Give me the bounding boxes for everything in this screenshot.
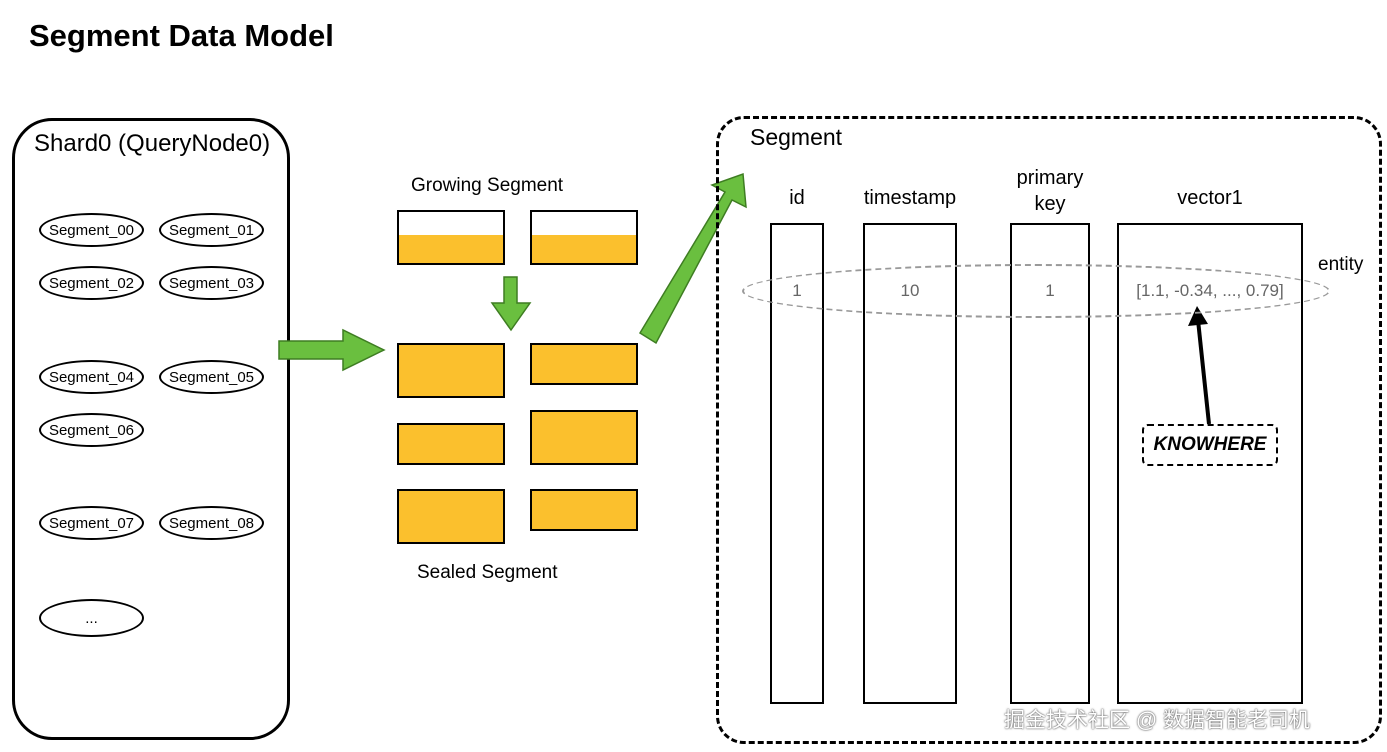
column-id (770, 223, 824, 704)
column-vector1 (1117, 223, 1303, 704)
segment-panel (716, 116, 1382, 744)
column-header-primary-key: primary key (1016, 167, 1084, 215)
segment-oval: Segment_01 (159, 213, 264, 247)
column-timestamp (863, 223, 957, 704)
arrow-right-icon (278, 328, 386, 372)
segment-oval: Segment_02 (39, 266, 144, 300)
sealed-segment-box (530, 410, 638, 465)
entity-ellipse (742, 264, 1330, 318)
knowhere-arrow-head-icon (1188, 306, 1208, 326)
segment-oval: Segment_05 (159, 360, 264, 394)
shard-title: Shard0 (QueryNode0) (34, 130, 271, 157)
page-title: Segment Data Model (29, 18, 334, 53)
sealed-segment-box (530, 489, 638, 531)
segment-oval: Segment_04 (39, 360, 144, 394)
growing-segment-box (530, 210, 638, 265)
sealed-segment-label: Sealed Segment (417, 562, 558, 583)
column-header-vector1: vector1 (1177, 187, 1243, 209)
knowhere-arrow-line (1196, 319, 1211, 425)
column-header-id: id (789, 187, 805, 209)
knowhere-box: KNOWHERE (1142, 424, 1278, 466)
sealed-segment-box (397, 423, 505, 465)
shard-container (12, 118, 290, 740)
arrow-down-icon (490, 276, 532, 332)
column-primary-key (1010, 223, 1090, 704)
growing-segment-box (397, 210, 505, 265)
growing-segment-label: Growing Segment (411, 175, 564, 196)
segment-oval: Segment_07 (39, 506, 144, 540)
entity-value-vector1: [1.1, -0.34, ..., 0.79] (1136, 281, 1284, 300)
column-header-timestamp: timestamp (863, 187, 957, 209)
sealed-segment-box (397, 489, 505, 544)
segment-oval: Segment_06 (39, 413, 144, 447)
entity-value-id: 1 (792, 281, 802, 300)
segment-oval: Segment_03 (159, 266, 264, 300)
entity-value-primary-key: 1 (1045, 281, 1055, 300)
sealed-segment-box (530, 343, 638, 385)
sealed-segment-box (397, 343, 505, 398)
arrow-diagonal-icon (638, 172, 747, 345)
entity-value-timestamp: 10 (900, 281, 920, 300)
segment-panel-title: Segment (750, 124, 843, 150)
segment-oval: Segment_00 (39, 213, 144, 247)
watermark: 掘金技术社区 @ 数据智能老司机 (1004, 709, 1310, 732)
segment-oval-more: ... (39, 599, 144, 637)
entity-label: entity (1318, 254, 1364, 275)
segment-oval: Segment_08 (159, 506, 264, 540)
